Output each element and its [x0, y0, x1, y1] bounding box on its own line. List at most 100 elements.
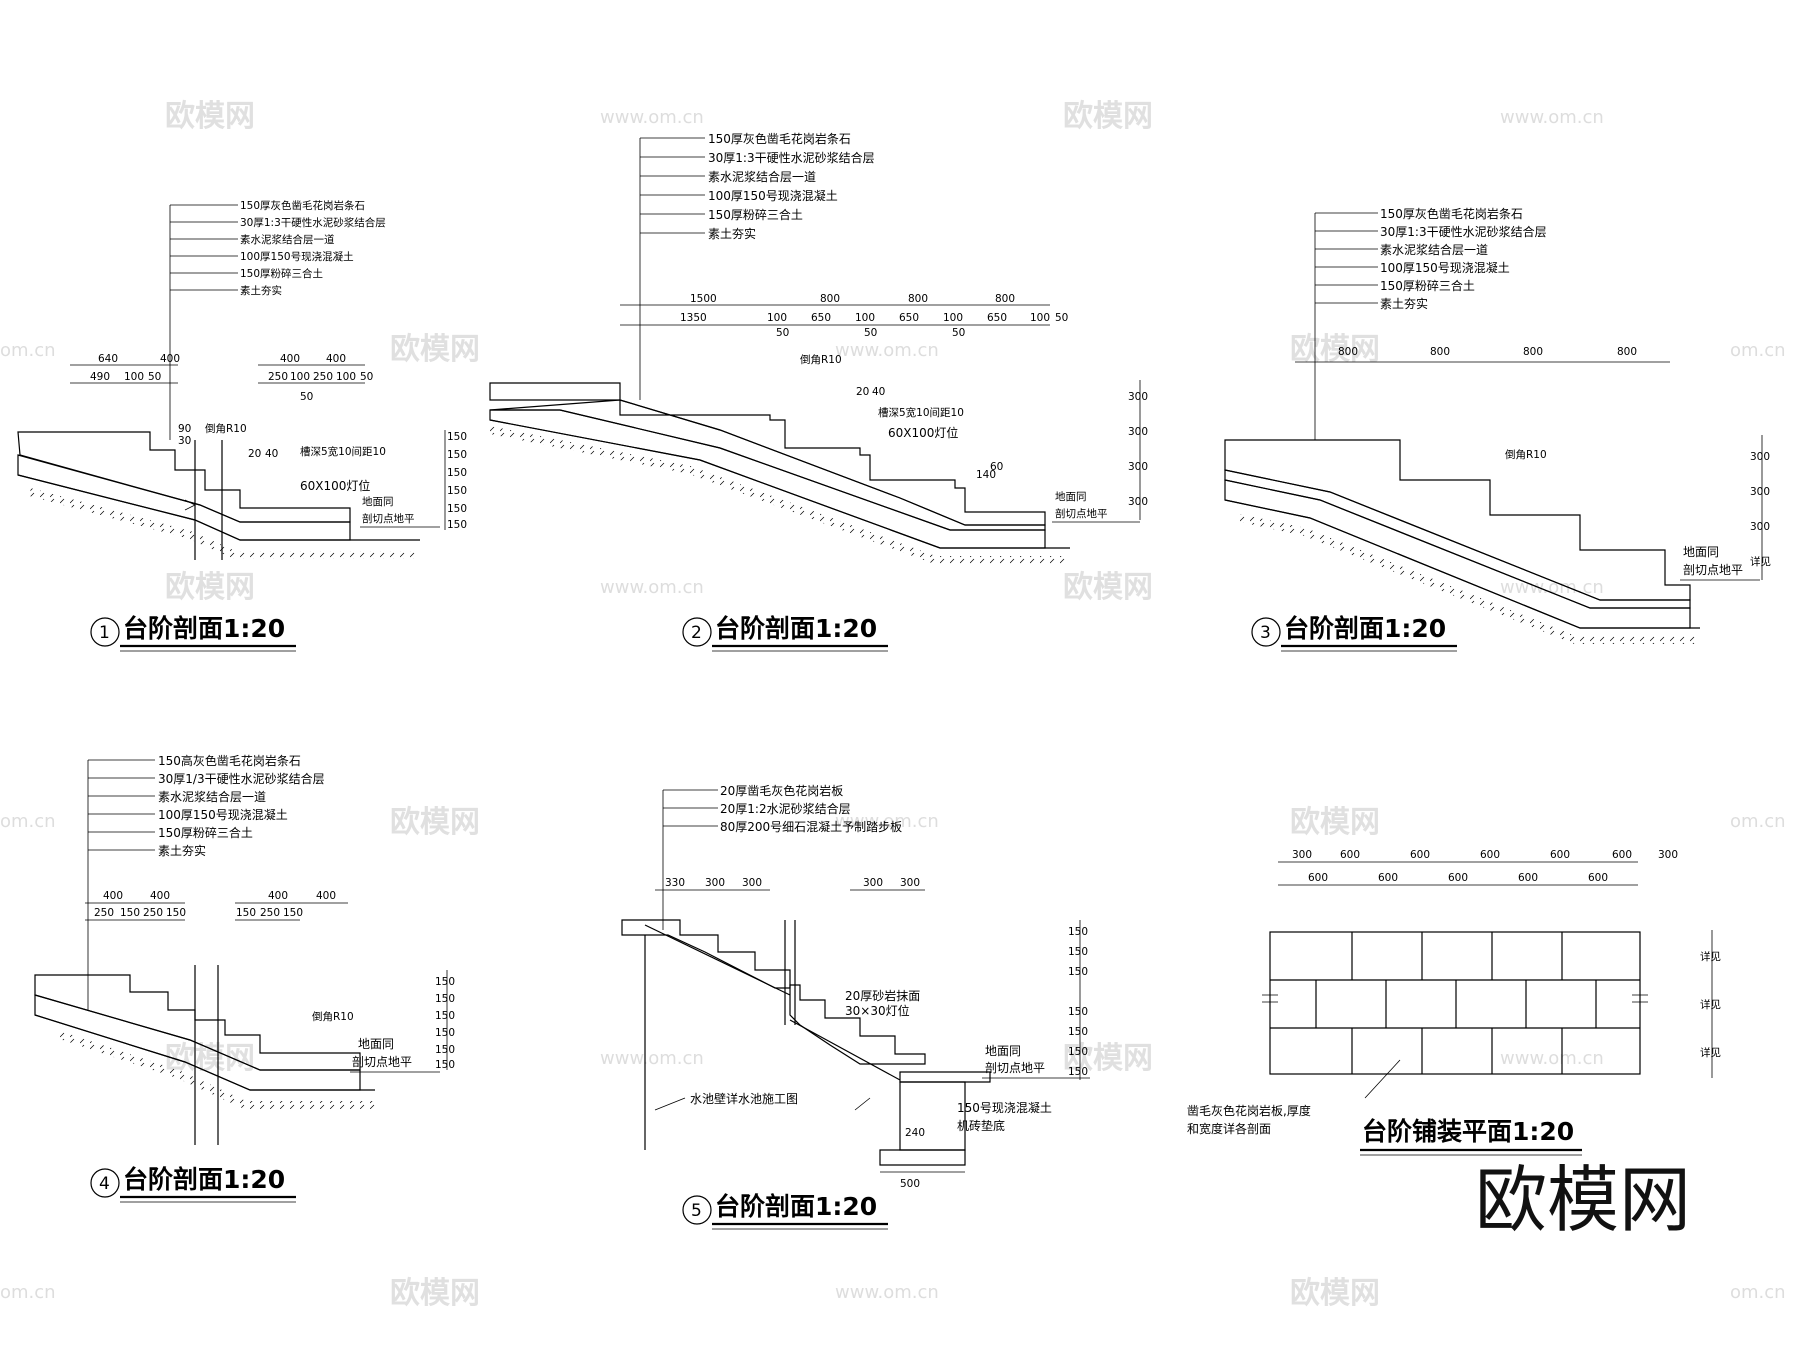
- dim-label: 300: [1128, 391, 1148, 403]
- note: 地面同: [985, 1044, 1021, 1058]
- dim-label: 50: [360, 371, 373, 383]
- layer-label: 80厚200号细石混凝土予制踏步板: [720, 819, 902, 834]
- dim-label: 1350: [680, 312, 707, 324]
- dim-label: 400: [268, 890, 288, 902]
- right-dimensions: 150 150 150 150 150 150 150: [1068, 920, 1088, 1080]
- dim-label: 640: [98, 353, 118, 365]
- note: 剖切点地平: [1055, 507, 1108, 520]
- layer-label: 150厚灰色凿毛花岗岩条石: [1380, 206, 1523, 221]
- layer-label: 150高灰色凿毛花岗岩条石: [158, 753, 301, 768]
- layer-labels: 150厚灰色凿毛花岗岩条石 30厚1:3干硬性水泥砂浆结合层 素水泥浆结合层一道…: [1315, 206, 1547, 311]
- dim-label: 600: [1448, 872, 1468, 884]
- dimension-lines: 1500 800 800 800 1350 100 650 100 650 10…: [620, 293, 1068, 339]
- dim-label: 600: [1612, 849, 1632, 861]
- section-drawing-3: 150厚灰色凿毛花岗岩条石 30厚1:3干硬性水泥砂浆结合层 素水泥浆结合层一道…: [1224, 206, 1771, 652]
- watermark-text: 欧模网: [165, 99, 255, 134]
- dim-label: 详见: [1700, 950, 1721, 963]
- watermark-text: 欧模网: [1290, 332, 1380, 367]
- note: 60X100灯位: [888, 425, 958, 440]
- layer-label: 30厚1:3干硬性水泥砂浆结合层: [240, 216, 386, 229]
- dim-label: 300: [1128, 496, 1148, 508]
- layer-labels: 20厚凿毛灰色花岗岩板 20厚1:2水泥砂浆结合层 80厚200号细石混凝土予制…: [663, 783, 902, 834]
- drawing-number: 3: [1260, 623, 1271, 643]
- watermark-text: om.cn: [1730, 340, 1786, 361]
- dim-label: 300: [1292, 849, 1312, 861]
- dim-label: 650: [899, 312, 919, 324]
- watermark-text: om.cn: [0, 340, 56, 361]
- dim-label: 600: [1378, 872, 1398, 884]
- dimension-lines: 640 400 400 400 490 100 50 250 100 250 1…: [70, 353, 373, 403]
- dim-label: 800: [1523, 346, 1543, 358]
- layer-label: 100厚150号现浇混凝土: [1380, 260, 1510, 275]
- watermark-text: om.cn: [0, 1282, 56, 1303]
- dim-label: 100: [336, 371, 356, 383]
- note: 地面同: [1055, 490, 1087, 503]
- watermark-text: www.om.cn: [1500, 1048, 1604, 1069]
- note: 20厚砂岩抹面: [845, 988, 920, 1003]
- dim-label: 300: [1128, 461, 1148, 473]
- drawing-number: 2: [691, 623, 702, 643]
- note: 倒角R10: [800, 354, 842, 366]
- note: 凿毛灰色花岗岩板,厚度: [1187, 1103, 1311, 1118]
- dim-label: 800: [1617, 346, 1637, 358]
- drawing-title: 5 台阶剖面1:20: [682, 1192, 888, 1230]
- dim-label: 详见: [1700, 998, 1721, 1011]
- note: 槽深5宽10间距10: [878, 406, 964, 419]
- notes: 倒角R10 地面同 剖切点地平: [1505, 449, 1760, 581]
- layer-label: 素土夯实: [1380, 296, 1428, 311]
- right-dimensions: 150 150 150 150 150 150: [435, 970, 455, 1071]
- dim-label: 100: [124, 371, 144, 383]
- layer-labels: 150厚灰色凿毛花岗岩条石 30厚1:3干硬性水泥砂浆结合层 素水泥浆结合层一道…: [170, 199, 386, 297]
- dimension-lines: 300 600 600 600 600 600 300 600 600 600 …: [1278, 849, 1678, 886]
- drawing-title-text: 台阶剖面1:20: [715, 1192, 877, 1221]
- note: 30: [178, 435, 191, 447]
- note: 剖切点地平: [1683, 563, 1743, 577]
- dim-label: 300: [742, 877, 762, 889]
- dim-label: 300: [705, 877, 725, 889]
- watermark-text: om.cn: [0, 811, 56, 832]
- watermark-text: www.om.cn: [1500, 107, 1604, 128]
- layer-labels: 150高灰色凿毛花岗岩条石 30厚1/3干硬性水泥砂浆结合层 素水泥浆结合层一道…: [88, 753, 325, 858]
- drawing-title: 3 台阶剖面1:20: [1251, 614, 1457, 652]
- layer-label: 素土夯实: [708, 226, 756, 241]
- dim-label: 100: [1030, 312, 1050, 324]
- note: 槽深5宽10间距10: [300, 445, 386, 458]
- section-drawing-4: 150高灰色凿毛花岗岩条石 30厚1/3干硬性水泥砂浆结合层 素水泥浆结合层一道…: [34, 753, 455, 1203]
- dim-label: 50: [1055, 312, 1068, 324]
- dim-label: 250: [313, 371, 333, 383]
- dim-label: 800: [1338, 346, 1358, 358]
- dim-label: 50: [776, 327, 789, 339]
- paving-plan: 300 600 600 600 600 600 300 600 600 600 …: [1187, 849, 1721, 1156]
- drawing-title: 1 台阶剖面1:20: [90, 614, 296, 652]
- note: 倒角R10: [1505, 449, 1547, 461]
- dim-label: 详见: [1750, 555, 1771, 568]
- dim-label: 800: [908, 293, 928, 305]
- watermarks: 欧模网 欧模网 www.om.cn www.om.cn 欧模网 欧模网 om.c…: [0, 99, 1786, 1311]
- section-drawing-2: 150厚灰色凿毛花岗岩条石 30厚1:3干硬性水泥砂浆结合层 素水泥浆结合层一道…: [489, 131, 1148, 652]
- note: 和宽度详各剖面: [1187, 1121, 1271, 1136]
- layer-label: 素土夯实: [240, 284, 282, 297]
- dim-label: 800: [820, 293, 840, 305]
- note: 40: [265, 448, 278, 460]
- dim-label: 250: [268, 371, 288, 383]
- drawing-number: 5: [691, 1201, 702, 1221]
- drawing-title: 4 台阶剖面1:20: [90, 1165, 296, 1203]
- right-dimensions: 详见 详见 详见: [1700, 930, 1721, 1078]
- watermark-text: www.om.cn: [600, 1048, 704, 1069]
- dim-label: 300: [863, 877, 883, 889]
- dim-label: 150: [447, 519, 467, 531]
- dimension-lines: 330 300 300 300 300: [655, 877, 925, 891]
- dim-label: 150: [447, 431, 467, 443]
- dim-label: 400: [326, 353, 346, 365]
- note: 500: [900, 1178, 920, 1190]
- note: 剖切点地平: [352, 1055, 412, 1069]
- dim-label: 300: [1750, 451, 1770, 463]
- layer-label: 30厚1:3干硬性水泥砂浆结合层: [1380, 224, 1547, 239]
- notes: 倒角R10 20 40 槽深5宽10间距10 60X100灯位 140 60 地…: [800, 354, 1140, 523]
- drawing-title-text: 台阶剖面1:20: [1284, 614, 1446, 643]
- dim-label: 250: [94, 907, 114, 919]
- dimension-lines: 400 400 400 400 250 150 250 150 150 250 …: [85, 890, 348, 921]
- dim-label: 300: [1658, 849, 1678, 861]
- dim-label: 800: [1430, 346, 1450, 358]
- drawing-title-text: 台阶剖面1:20: [123, 1165, 285, 1194]
